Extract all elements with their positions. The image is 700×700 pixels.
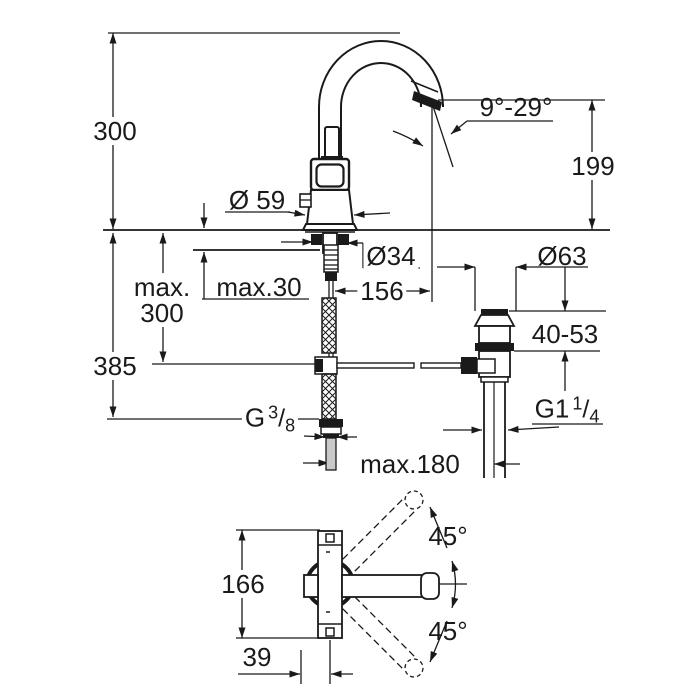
lever-handle — [324, 126, 340, 162]
threaded-shank — [323, 244, 339, 273]
base-escutcheon — [301, 223, 359, 231]
thread-base: G — [244, 402, 266, 433]
dim-spout-height: 199 — [568, 152, 618, 180]
dim-deck-thickness: max.30 — [216, 272, 302, 302]
supply-hose-lower — [321, 373, 337, 420]
dim-plan-offset: 39 — [242, 642, 272, 672]
thread-numerator: 3 — [268, 402, 279, 423]
thread-slash: / — [582, 395, 590, 424]
plan-handle — [303, 574, 319, 598]
faucet-front-view — [299, 40, 516, 478]
dim-swivel-lower: 45° — [428, 616, 468, 646]
faucet-plan-view — [303, 530, 440, 639]
thread-slash: / — [278, 404, 286, 433]
dim-angle-range: 9°-29° — [479, 92, 553, 122]
popup-waste — [473, 309, 516, 478]
supply-hose-upper — [321, 297, 337, 354]
dimension-lines — [103, 32, 610, 684]
dim-shank-diameter: Ø34 — [363, 242, 419, 270]
popup-rod — [336, 362, 415, 369]
dim-spout-reach: 156 — [357, 277, 407, 305]
dim-base-diameter: Ø 59 — [228, 185, 286, 215]
supply-nipple — [325, 437, 337, 471]
thread-denominator: 8 — [285, 415, 296, 436]
dim-swivel-upper: 45° — [428, 521, 468, 551]
dim-basin-thickness: 40-53 — [531, 319, 599, 349]
thread-denominator: 4 — [589, 406, 600, 427]
plan-spout — [341, 574, 426, 598]
dim-hose-length-value: 300 — [137, 299, 187, 327]
plan-spout-tip — [420, 572, 440, 600]
thread-numerator: 1 — [572, 393, 583, 414]
dim-plan-depth: 166 — [218, 570, 268, 598]
dim-hose-length-word: max. — [130, 273, 194, 301]
spout-outlet — [412, 91, 442, 111]
thread-base: G1 — [534, 393, 570, 424]
dim-waste-distance: max.180 — [357, 450, 463, 478]
dim-below-deck-total: 385 — [90, 352, 140, 380]
dim-waste-diameter: Ø63 — [537, 241, 587, 271]
spout-outer-curve — [318, 40, 444, 163]
spout-inner-curve — [340, 62, 422, 163]
dim-height-300: 300 — [90, 117, 140, 145]
plan-body — [317, 530, 343, 639]
